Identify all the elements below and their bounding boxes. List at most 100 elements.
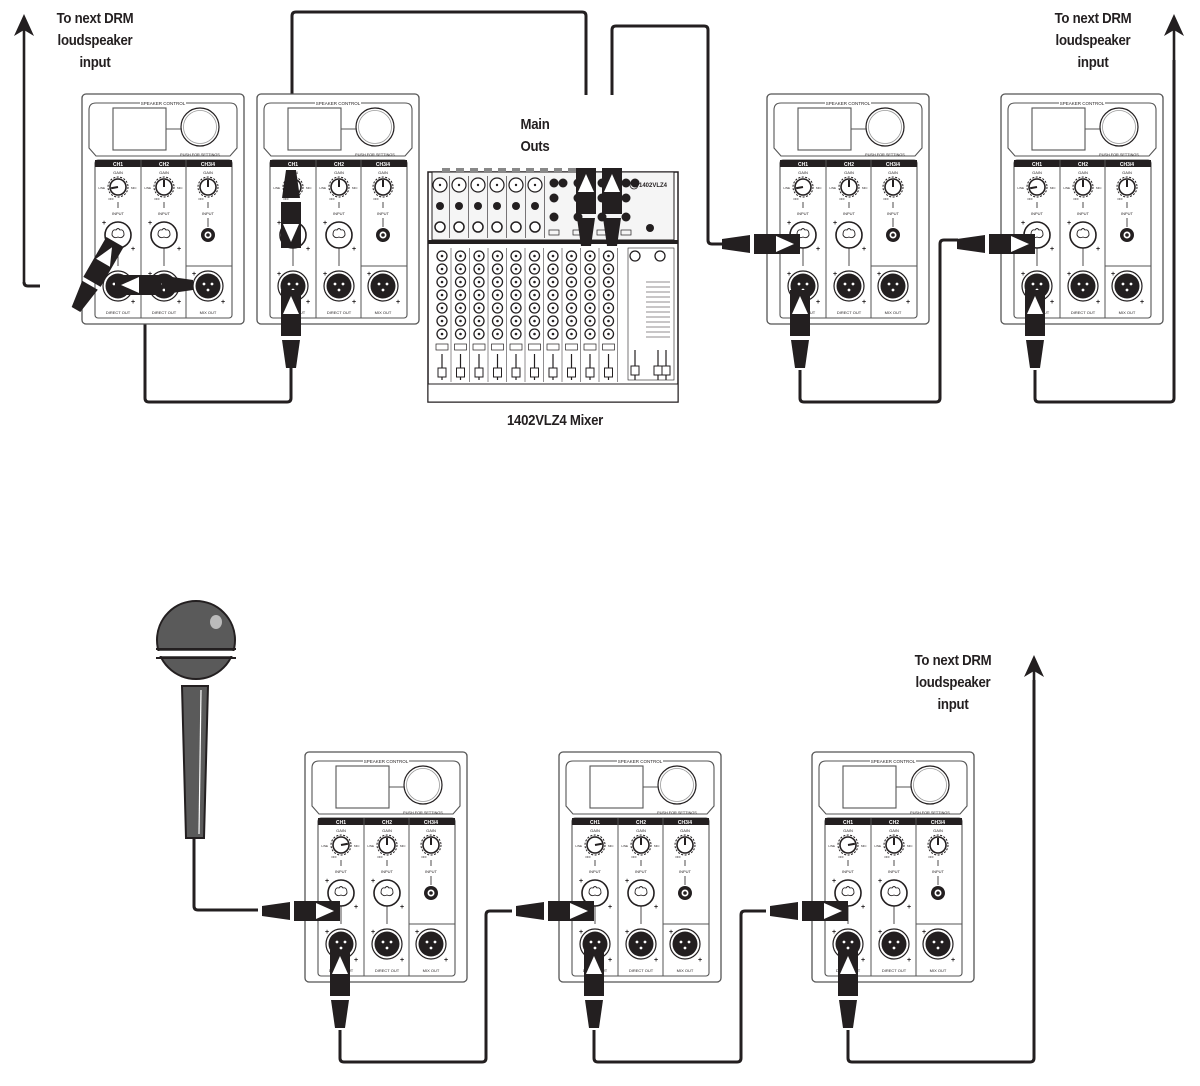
gain-label: GAIN [159,170,169,175]
xlr-pin [202,282,206,286]
mute-button [602,343,615,351]
microphone-icon [154,600,238,839]
plug-boot [585,1000,603,1028]
knob-center [551,267,555,271]
knob-center [607,306,610,310]
speaker-control-box [88,102,238,157]
gain-label: GAIN [798,170,808,175]
gain-label: GAIN [382,828,392,833]
ch1-input-plug-panel4 [957,234,1035,254]
push-for-settings-caption: PUSH FOR SETTINGS [865,153,905,157]
line-label: LINE [1063,186,1070,190]
xlr-pin [341,282,345,286]
off-label: OFF [675,855,681,859]
input-label: INPUT [1031,211,1044,216]
link-cable-bottom-1 [338,909,512,1064]
plus-mark: + [698,957,702,964]
label-line: To next DRM [56,10,134,27]
knob-center [496,332,499,336]
fader-cap [511,367,521,378]
combo-input-jack-icon [325,221,353,249]
plug-arrow-icon [332,956,348,974]
combo-input-jack-icon [880,879,908,907]
knob-center [551,319,555,323]
speaker-control-box [311,760,461,815]
input-label: INPUT [381,869,394,874]
off-label: OFF [839,197,845,201]
plug-boot [282,340,300,368]
plus-mark: + [371,878,375,885]
trs-jack-pin [206,233,210,237]
channel-label-ch2: CH2 [334,162,344,168]
off-label: OFF [329,197,335,201]
plus-mark: + [832,878,836,885]
main-out-right-cable [610,24,725,246]
gain-label: GAIN [378,170,388,175]
xlr-pin [377,282,381,286]
gain-scale [792,176,814,198]
plus-mark: + [861,904,865,911]
channel-label-ch3-4: CH3/4 [376,162,390,168]
channel-header-bar [780,160,917,167]
xlr-pin [683,946,687,950]
trim-knob-icon [529,221,541,233]
line-label: LINE [319,186,326,190]
knob-center [551,332,555,336]
mix-out-label: MIX OUT [375,310,392,315]
plus-mark: + [131,246,135,253]
xlr-output-jack-icon [672,931,698,957]
channel-label-ch2: CH2 [382,820,392,826]
combo-jack-shape [332,228,346,239]
top-jack [442,168,450,172]
settings-knob-ring [358,110,392,144]
xlr-pin [846,946,850,950]
plug-boot [262,902,290,920]
knob-center [459,267,462,271]
settings-knob-ring [183,110,217,144]
channel-label-ch3-4: CH3/4 [201,162,215,168]
xlr-pin [639,946,643,950]
mute-button [528,343,541,351]
plus-mark: + [816,299,820,306]
plus-mark: + [832,929,836,936]
plug-boot [516,902,544,920]
channel-label-ch1: CH1 [843,820,853,826]
input-label: INPUT [887,211,900,216]
speaker-control-box [565,760,715,815]
xlr-output-jack-icon [374,931,400,957]
trim-knob-icon [453,221,465,233]
stereo-jack-icon [549,193,559,203]
gain-scale [883,834,905,856]
combo-jack-shape [842,228,856,239]
label-line: loudspeaker [1055,32,1131,49]
gain-label: GAIN [1122,170,1132,175]
direct-out-label: DIRECT OUT [375,968,400,973]
mic-label: MIC [861,844,867,848]
link-out-plug-panel1 [330,950,350,1028]
mic-label: MIC [907,844,913,848]
line-label: LINE [98,186,105,190]
plus-mark: + [1096,246,1100,253]
xlr-pin [687,940,691,944]
plus-mark: + [625,878,629,885]
mute-button [546,343,560,351]
display-screen [335,765,390,809]
mix-out-label: MIX OUT [423,968,440,973]
gain-scale [1026,176,1048,198]
knob-center [440,267,444,271]
label-line: loudspeaker [915,674,991,691]
off-label: OFF [884,855,890,859]
plus-mark: + [352,246,356,253]
link-cable-to-next [1033,60,1176,404]
trs-jack-pin [936,891,940,895]
plug-arrow-icon [570,903,588,919]
knob-pointer [594,842,603,846]
plug-arrow-icon [578,174,594,192]
gain-scale [330,834,352,856]
label-line: To next DRM [914,652,992,669]
off-label: OFF [838,855,844,859]
plus-mark: + [1050,299,1054,306]
plus-mark: + [192,271,196,278]
trs-jack-pin [429,891,433,895]
